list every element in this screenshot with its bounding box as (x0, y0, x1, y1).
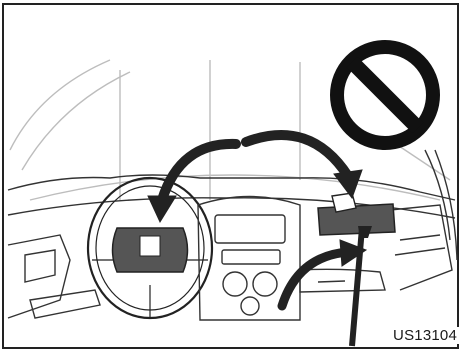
windshield-frame (10, 60, 450, 200)
figure-border (3, 4, 458, 348)
figure-code: US13104 (391, 327, 459, 344)
no-symbol-icon (337, 47, 433, 143)
passenger-airbag-area (318, 204, 395, 235)
strap-buckle (358, 226, 372, 238)
arrow-to-passenger-side (246, 135, 348, 176)
steering-pad-label (140, 236, 160, 256)
arrow-from-console (282, 252, 348, 306)
